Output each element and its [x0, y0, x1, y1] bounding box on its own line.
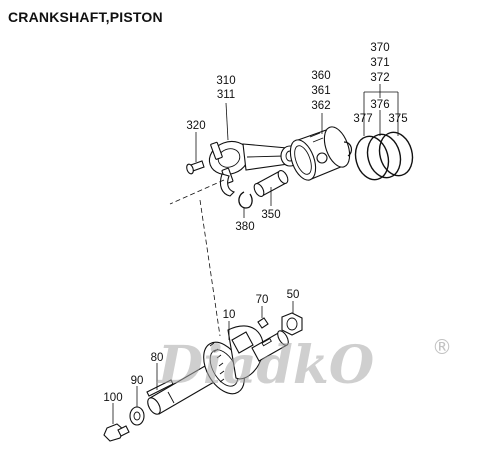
part-number-380: 380	[235, 221, 254, 233]
part-number-370: 370	[370, 42, 389, 54]
key-icon[interactable]	[257, 317, 269, 329]
piston-ring-icon[interactable]	[351, 129, 417, 184]
part-number-362: 362	[311, 100, 330, 112]
part-number-90: 90	[131, 375, 144, 387]
washer-icon[interactable]	[129, 406, 145, 426]
part-number-350: 350	[261, 209, 280, 221]
part-number-371: 371	[370, 57, 389, 69]
bolt-icon[interactable]	[185, 160, 205, 175]
alignment-line	[199, 199, 221, 337]
nut-icon[interactable]	[281, 312, 303, 336]
crankshaft-icon[interactable]	[145, 325, 290, 416]
part-number-376: 376	[370, 99, 389, 111]
part-number-310: 310	[216, 75, 235, 87]
part-number-10: 10	[223, 309, 236, 321]
piston-pin-icon[interactable]	[252, 169, 290, 198]
leader-lines	[112, 84, 399, 424]
piston-icon[interactable]	[285, 124, 354, 184]
part-number-50: 50	[287, 289, 300, 301]
circlip-icon[interactable]	[238, 191, 253, 209]
part-number-80: 80	[151, 352, 164, 364]
part-number-377: 377	[353, 113, 372, 125]
watermark-logo: DiadkO	[156, 335, 374, 396]
part-number-311: 311	[217, 89, 235, 101]
alignment-line	[169, 179, 225, 205]
part-number-361: 361	[311, 85, 330, 97]
watermark-registered-mark: ®	[432, 335, 452, 359]
pin-icon[interactable]	[146, 379, 174, 397]
part-number-372: 372	[370, 72, 389, 84]
part-number-100: 100	[103, 392, 122, 404]
page-title: CRANKSHAFT,PISTON	[8, 9, 163, 25]
flange-bolt-icon[interactable]	[103, 423, 130, 442]
part-number-320: 320	[186, 120, 205, 132]
connecting-rod-icon[interactable]	[205, 136, 300, 197]
part-number-360: 360	[311, 70, 330, 82]
part-number-70: 70	[256, 294, 269, 306]
part-number-375: 375	[388, 113, 407, 125]
